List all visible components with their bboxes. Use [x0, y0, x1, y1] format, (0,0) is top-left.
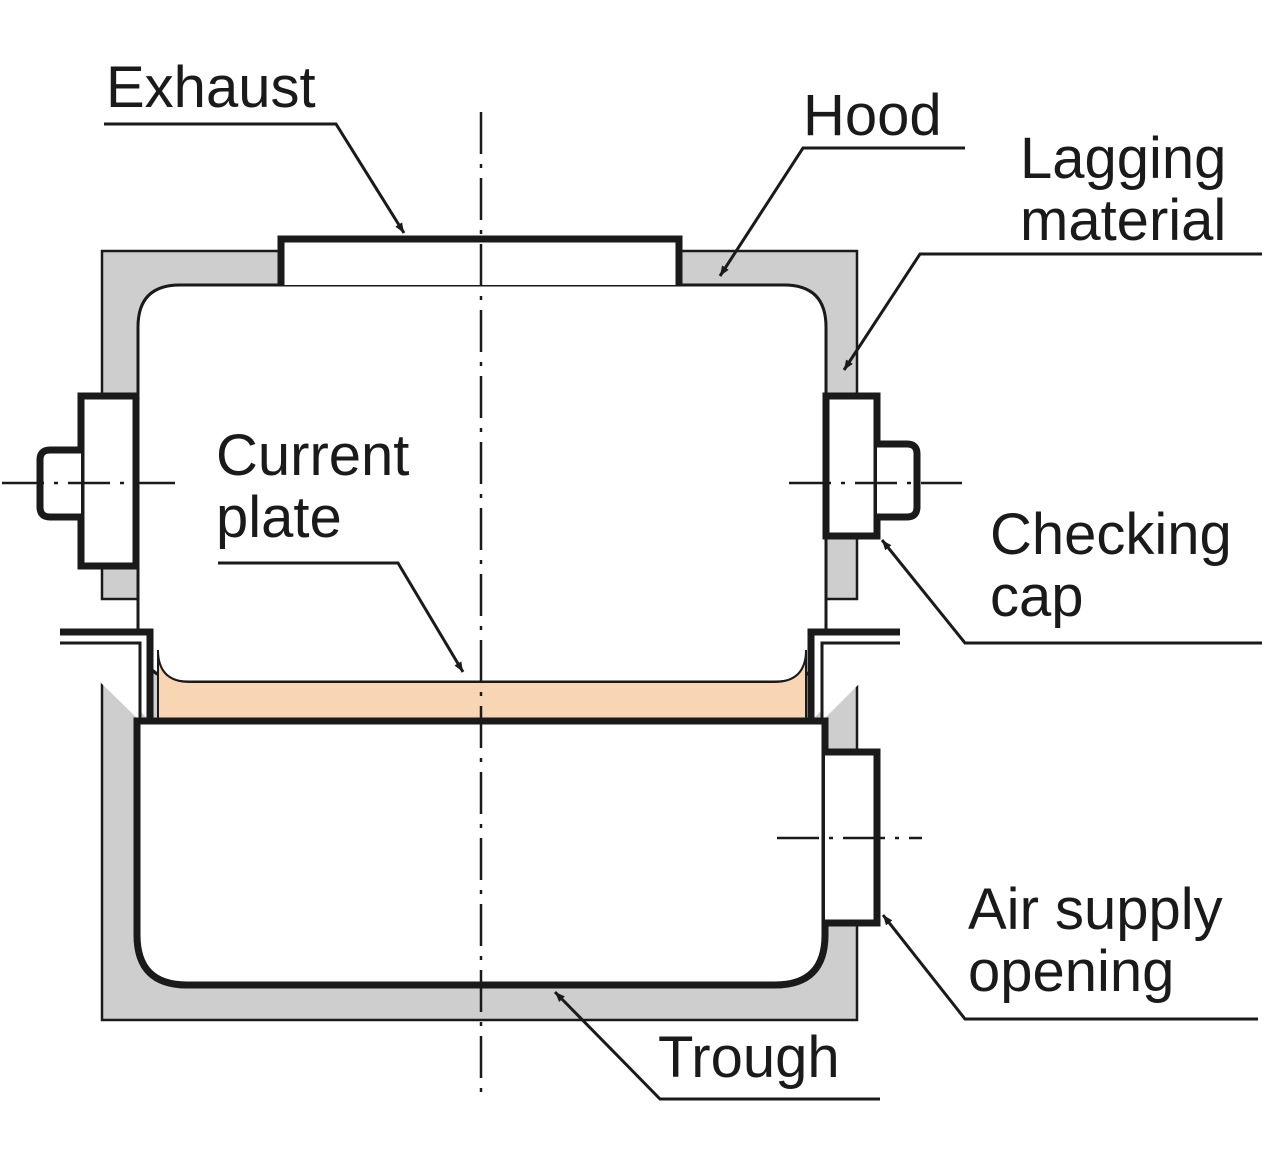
label-checking-line2: cap	[990, 564, 1084, 629]
label-exhaust: Exhaust	[106, 55, 316, 120]
label-trough: Trough	[658, 1025, 840, 1090]
label-lagging-line2: material	[1020, 188, 1226, 253]
label-lagging-line1: Lagging	[1020, 126, 1226, 191]
hood-side-walls	[60, 628, 900, 721]
labels: Exhaust Hood Lagging material Current pl…	[106, 55, 1232, 1090]
label-current-line2: plate	[216, 485, 342, 550]
lagging-leader	[842, 252, 1262, 371]
label-current-line1: Current	[216, 423, 409, 488]
leader-lines	[104, 122, 1262, 1101]
label-air-line1: Air supply	[968, 877, 1223, 942]
checking-cap-left	[36, 392, 140, 570]
label-air-line2: opening	[968, 939, 1174, 1004]
current-plate-leader	[218, 561, 465, 673]
hood-leader	[718, 146, 965, 277]
checking-cap-leader	[880, 539, 1262, 645]
center-lines	[2, 112, 962, 1095]
air-supply-leader	[881, 914, 1258, 1021]
trough-leader	[553, 990, 880, 1101]
exhaust-leader	[104, 122, 406, 234]
current-plate	[157, 649, 807, 720]
label-hood: Hood	[803, 83, 942, 148]
checking-cap-right	[822, 392, 921, 540]
label-checking-line1: Checking	[990, 502, 1232, 567]
